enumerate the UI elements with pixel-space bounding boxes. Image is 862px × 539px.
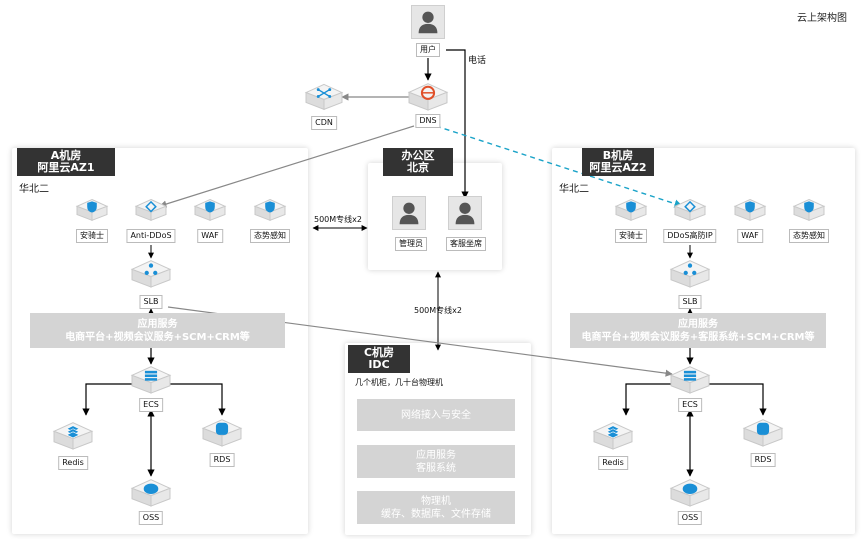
room-a-header: A机房 阿里云AZ1 xyxy=(17,148,115,176)
agent-icon xyxy=(448,196,482,230)
agent-label: 客服坐席 xyxy=(446,237,486,251)
room-a-rds-icon xyxy=(201,419,243,447)
room-a-situation-icon xyxy=(253,198,287,222)
idc-network-bar: 网络接入与安全 xyxy=(357,399,515,431)
room-a-app-bar: 应用服务 电商平台+视频会议服务+SCM+CRM等 xyxy=(30,313,285,348)
dns-icon xyxy=(407,83,449,111)
user-icon xyxy=(411,5,445,39)
room-a-subtitle: 阿里云AZ1 xyxy=(37,161,95,174)
room-a-slb-icon xyxy=(130,260,172,288)
dns-a-link xyxy=(159,125,415,208)
room-b-anqishi-icon xyxy=(614,198,648,222)
room-a-region: 华北二 xyxy=(19,184,49,195)
room-a-anqishi-icon xyxy=(75,198,109,222)
room-a-rds-label: RDS xyxy=(209,453,235,467)
room-b-sec-label-2: WAF xyxy=(737,229,763,243)
dns-b-link xyxy=(435,125,683,208)
admin-label: 管理员 xyxy=(395,237,427,251)
cdn-icon xyxy=(304,83,344,111)
room-a-sec-label-0: 安骑士 xyxy=(76,229,108,243)
room-b-slb-label: SLB xyxy=(678,295,702,309)
room-b-redis-label: Redis xyxy=(598,456,628,470)
room-b-title: B机房 xyxy=(602,149,634,162)
room-a-antiddos-icon xyxy=(134,198,168,222)
idc-header: C机房 IDC xyxy=(348,345,410,373)
room-b-slb-icon xyxy=(669,260,711,288)
admin-icon xyxy=(392,196,426,230)
room-a-ecs-label: ECS xyxy=(139,398,163,412)
phone-link xyxy=(446,49,469,199)
room-b-region: 华北二 xyxy=(559,184,589,195)
idc-title: C机房 xyxy=(363,346,395,359)
idc-physical-bar: 物理机 缓存、数据库、文件存储 xyxy=(357,491,515,524)
room-a-oss-label: OSS xyxy=(138,511,164,525)
idc-subtitle: IDC xyxy=(368,358,390,371)
room-b-subtitle: 阿里云AZ2 xyxy=(589,161,647,174)
room-a-redis-icon xyxy=(52,422,94,450)
room-b-rds-label: RDS xyxy=(750,453,776,467)
room-a-waf-icon xyxy=(193,198,227,222)
user-label: 用户 xyxy=(416,43,440,57)
room-a-sec-label-3: 态势感知 xyxy=(250,229,290,243)
room-a-title: A机房 xyxy=(50,149,82,162)
room-a-slb-label: SLB xyxy=(139,295,163,309)
room-b-sec-label-1: DDoS高防IP xyxy=(663,229,717,243)
room-b-rds-icon xyxy=(742,419,784,447)
room-b-oss-label: OSS xyxy=(677,511,703,525)
office-title: 办公区 xyxy=(401,149,435,162)
room-b-app-bar: 应用服务 电商平台+视频会议服务+客服系统+SCM+CRM等 xyxy=(570,313,826,348)
room-b-sec-label-0: 安骑士 xyxy=(615,229,647,243)
room-a-redis-label: Redis xyxy=(58,456,88,470)
room-b-waf-icon xyxy=(733,198,767,222)
cdn-label: CDN xyxy=(311,116,337,130)
idc-description: 几个机柜，几十台物理机 xyxy=(355,378,443,387)
room-b-oss-icon xyxy=(669,479,711,507)
room-b-sec-label-3: 态势感知 xyxy=(789,229,829,243)
room-a-ecs-icon xyxy=(130,366,172,394)
room-a-oss-icon xyxy=(130,479,172,507)
office-idc-link-label: 500M专线x2 xyxy=(414,306,462,315)
office-a-link-label: 500M专线x2 xyxy=(314,215,362,224)
page-title: 云上架构图 xyxy=(797,13,847,24)
room-a-sec-label-1: Anti-DDoS xyxy=(126,229,176,243)
room-b-header: B机房 阿里云AZ2 xyxy=(582,148,654,176)
room-b-situation-icon xyxy=(792,198,826,222)
room-b-ecs-icon xyxy=(669,366,711,394)
office-subtitle: 北京 xyxy=(407,161,429,174)
idc-app-bar: 应用服务 客服系统 xyxy=(357,445,515,478)
dns-label: DNS xyxy=(415,114,441,128)
room-a-sec-label-2: WAF xyxy=(197,229,223,243)
room-b-ddos-icon xyxy=(673,198,707,222)
phone-label: 电话 xyxy=(468,56,487,66)
room-b-redis-icon xyxy=(592,422,634,450)
room-b-ecs-label: ECS xyxy=(678,398,702,412)
office-header: 办公区 北京 xyxy=(383,148,453,176)
